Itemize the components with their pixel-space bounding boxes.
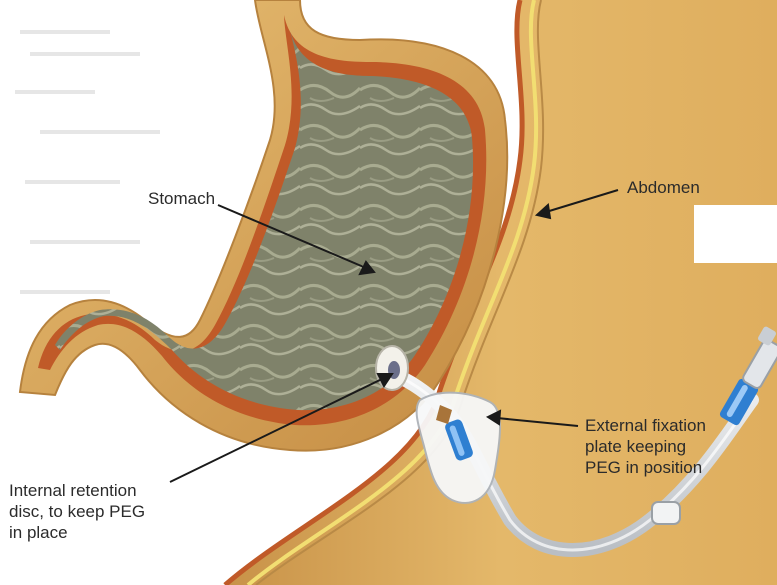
abdomen-label: Abdomen bbox=[627, 177, 700, 198]
fixation-plate-label: External fixation plate keeping PEG in p… bbox=[585, 415, 706, 478]
tube-clamp bbox=[652, 502, 680, 524]
white-patch bbox=[694, 205, 777, 263]
retention-disc-label: Internal retention disc, to keep PEG in … bbox=[9, 480, 145, 543]
stomach-label: Stomach bbox=[148, 188, 215, 209]
